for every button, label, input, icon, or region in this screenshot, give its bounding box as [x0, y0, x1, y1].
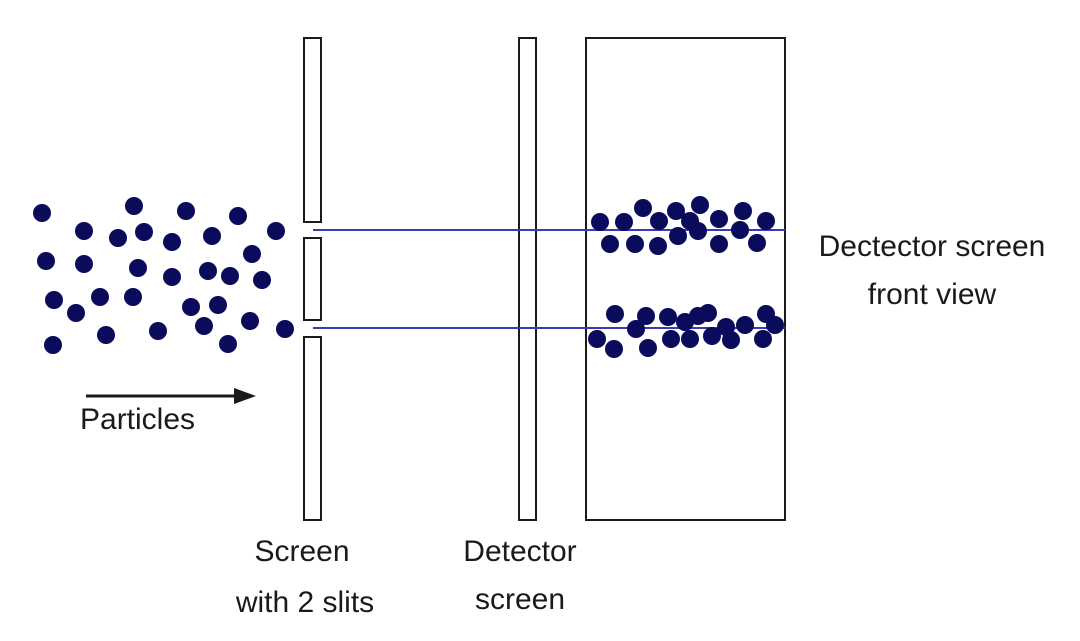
- particle-dot: [241, 312, 259, 330]
- front-view-label-line1: Dectector screen: [818, 230, 1046, 263]
- particle-dot: [229, 207, 247, 225]
- detector-screen-side: [518, 37, 537, 521]
- particle-dot: [276, 320, 294, 338]
- particle-dot: [75, 255, 93, 273]
- particle-dot: [129, 259, 147, 277]
- slit-barrier-middle: [303, 237, 322, 321]
- detector-hit-dot: [605, 340, 623, 358]
- detector-hits-lower-band: [588, 304, 784, 358]
- detector-hit-dot: [591, 213, 609, 231]
- incoming-particles: [33, 197, 294, 354]
- particle-dot: [149, 322, 167, 340]
- particle-dot: [75, 222, 93, 240]
- detector-hit-dot: [649, 237, 667, 255]
- detector-hit-dot: [637, 307, 655, 325]
- particle-dot: [44, 336, 62, 354]
- particle-dot: [109, 229, 127, 247]
- detector-hit-dot: [722, 331, 740, 349]
- particle-dot: [199, 262, 217, 280]
- particle-dot: [267, 222, 285, 240]
- detector-hit-dot: [659, 308, 677, 326]
- particle-dot: [97, 326, 115, 344]
- detector-hit-dot: [626, 235, 644, 253]
- particle-dot: [195, 317, 213, 335]
- detector-hit-dot: [748, 234, 766, 252]
- detector-hit-dot: [766, 316, 784, 334]
- particle-dot: [124, 288, 142, 306]
- detector-hit-dot: [615, 213, 633, 231]
- detector-hit-dot: [710, 235, 728, 253]
- detector-hit-dot: [650, 212, 668, 230]
- particle-dot: [135, 223, 153, 241]
- particle-dot: [203, 227, 221, 245]
- slit-barrier-bottom: [303, 336, 322, 521]
- detector-hit-dot: [754, 330, 772, 348]
- particle-dot: [37, 252, 55, 270]
- particle-dot: [45, 291, 63, 309]
- detector-hit-dot: [757, 212, 775, 230]
- detector-hit-dot: [662, 330, 680, 348]
- particle-dot: [253, 271, 271, 289]
- detector-hit-dot: [606, 305, 624, 323]
- detector-hit-dot: [703, 327, 721, 345]
- detector-hit-dot: [634, 199, 652, 217]
- detector-hit-dot: [601, 235, 619, 253]
- detector-hits-upper-band: [591, 196, 775, 255]
- particle-dot: [125, 197, 143, 215]
- particle-dot: [243, 245, 261, 263]
- particle-dot: [91, 288, 109, 306]
- detector-hit-dot: [691, 196, 709, 214]
- detector-hit-dot: [731, 221, 749, 239]
- detector-hit-dot: [669, 227, 687, 245]
- detector-hit-dot: [734, 202, 752, 220]
- particle-dot: [177, 202, 195, 220]
- front-view-label-line2: front view: [867, 278, 997, 311]
- detector-label-line2: screen: [474, 583, 566, 616]
- particle-dot: [67, 304, 85, 322]
- detector-hit-dot: [627, 320, 645, 338]
- particle-dot: [163, 268, 181, 286]
- detector-hit-dot: [667, 202, 685, 220]
- detector-label-line1: Detector: [463, 535, 577, 568]
- detector-hit-dot: [689, 222, 707, 240]
- particle-dot: [209, 296, 227, 314]
- particle-dot: [163, 233, 181, 251]
- particle-dot: [33, 204, 51, 222]
- detector-hit-dot: [681, 330, 699, 348]
- slit-barrier-top: [303, 37, 322, 223]
- detector-screen-front-view: [585, 37, 786, 521]
- slit-screen-label-line2: with 2 slits: [235, 586, 375, 619]
- detector-hit-dot: [639, 339, 657, 357]
- slit-screen-label-line1: Screen: [254, 535, 350, 568]
- detector-hit-dot: [588, 330, 606, 348]
- particles-arrow-head: [234, 388, 256, 404]
- particles-label: Particles: [80, 403, 196, 436]
- detector-hit-dot: [699, 304, 717, 322]
- detector-hit-dot: [710, 210, 728, 228]
- particle-dot: [221, 267, 239, 285]
- particle-dot: [182, 298, 200, 316]
- particle-dot: [219, 335, 237, 353]
- detector-hit-dot: [736, 316, 754, 334]
